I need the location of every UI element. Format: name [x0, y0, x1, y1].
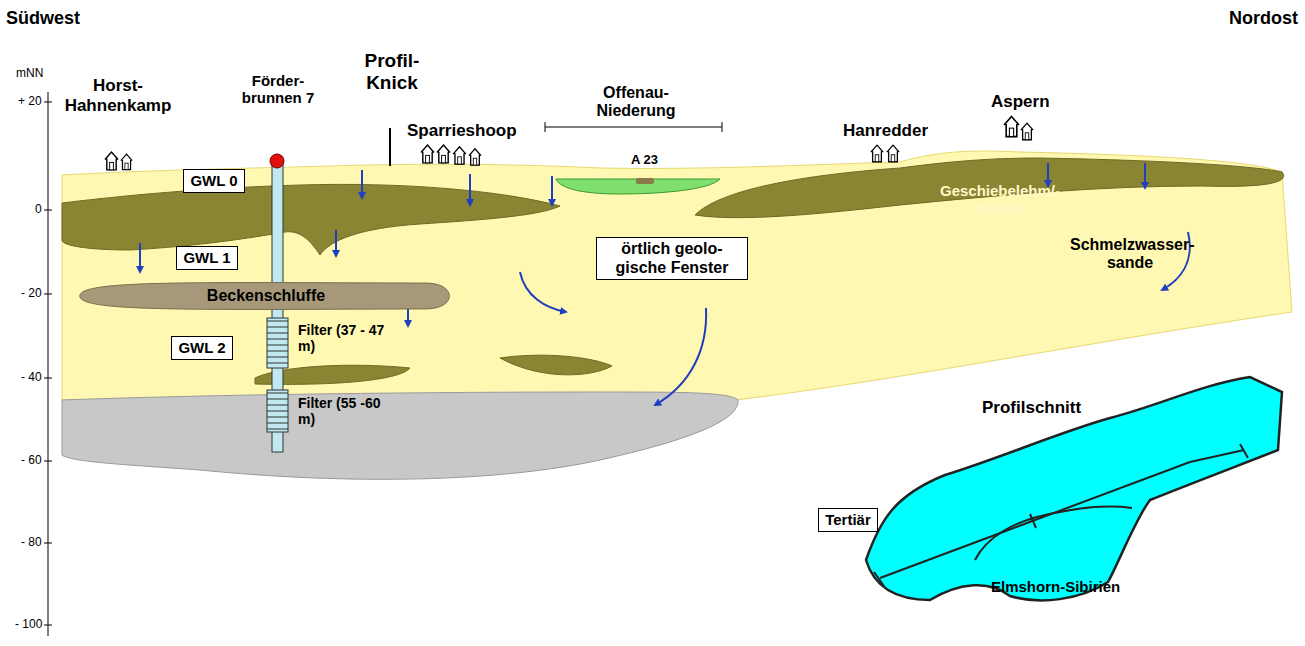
aquifer-label-box: GWL 1	[176, 246, 238, 270]
place-name: Hanredder	[843, 121, 928, 141]
direction-label: Nordost	[1229, 8, 1298, 29]
axis-tick: + 20	[18, 95, 42, 109]
place-name: Horst- Hahnenkamp	[63, 76, 173, 115]
silt-lens: Beckenschluffe	[72, 282, 460, 310]
axis-tick: - 20	[21, 287, 42, 301]
node-text: örtlich geolo- gische Fenster	[597, 240, 747, 277]
region-name: Elmshorn-Sibirien	[991, 578, 1120, 595]
node-text: GWL 2	[178, 339, 225, 356]
axis-unit: mNN	[16, 67, 43, 81]
aquifer-label-box: GWL 0	[183, 169, 245, 193]
layer-label: Schmelzwasser- sande	[1070, 236, 1190, 273]
inset-title: Profilschnitt	[982, 398, 1081, 418]
axis-tick: - 40	[21, 371, 42, 385]
axis-tick: - 100	[15, 618, 42, 632]
node-text: Beckenschluffe	[207, 287, 325, 305]
layer-label-box: Tertiär	[818, 508, 878, 532]
place-name: Aspern	[991, 92, 1050, 112]
note-box: örtlich geolo- gische Fenster	[596, 237, 748, 280]
lowland-name: Offenau- Niederung	[586, 84, 686, 121]
place-name: Sparrieshoop	[407, 121, 517, 141]
axis-tick: 0	[35, 203, 42, 217]
node-text: GWL 0	[190, 172, 237, 189]
well-label: Förder- brunnen 7	[238, 72, 318, 107]
filter-label: Filter (37 - 47 m)	[298, 322, 393, 354]
direction-label: Südwest	[6, 8, 80, 29]
layer-label: Geschiebelehm/- mergel	[935, 182, 1065, 217]
axis-tick: - 60	[21, 454, 42, 468]
profile-bend-label: Profil- Knick	[357, 50, 427, 94]
road-label: A 23	[631, 153, 658, 168]
node-text: Tertiär	[825, 511, 871, 528]
node-text: GWL 1	[183, 249, 230, 266]
axis-tick: - 80	[21, 536, 42, 550]
aquifer-label-box: GWL 2	[171, 336, 233, 360]
filter-label: Filter (55 -60 m)	[298, 395, 393, 427]
